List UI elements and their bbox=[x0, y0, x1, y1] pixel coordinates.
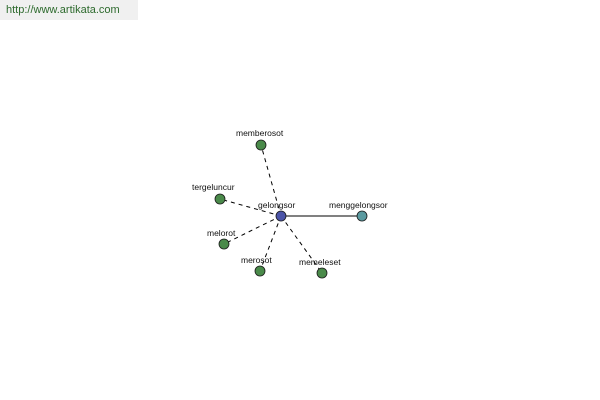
node-center-gelongsor[interactable] bbox=[275, 210, 287, 222]
node-memberosot[interactable] bbox=[255, 139, 267, 151]
labels-layer: memberosot tergeluncur melorot merosot memel… bbox=[192, 128, 388, 267]
label-menggelongsor[interactable]: menggelongsor bbox=[329, 200, 388, 210]
node-memeleset[interactable] bbox=[316, 267, 328, 279]
node-merosot[interactable] bbox=[254, 265, 266, 277]
edge-melorot bbox=[223, 215, 282, 245]
node-melorot[interactable] bbox=[218, 238, 230, 250]
node-menggelongsor[interactable] bbox=[356, 210, 368, 222]
node-tergeluncur[interactable] bbox=[214, 193, 226, 205]
label-merosot[interactable]: merosot bbox=[241, 255, 272, 265]
edges-layer bbox=[219, 144, 362, 274]
edge-merosot bbox=[259, 215, 282, 272]
label-memeleset[interactable]: memeleset bbox=[299, 257, 341, 267]
label-memberosot[interactable]: memberosot bbox=[236, 128, 284, 138]
edge-tergeluncur bbox=[219, 198, 282, 217]
edge-memeleset bbox=[280, 215, 323, 274]
label-melorot[interactable]: melorot bbox=[207, 228, 236, 238]
source-url-banner[interactable]: http://www.artikata.com bbox=[0, 0, 138, 20]
label-center-gelongsor[interactable]: gelongsor bbox=[258, 200, 296, 210]
label-tergeluncur[interactable]: tergeluncur bbox=[192, 182, 235, 192]
nodes-layer bbox=[214, 139, 368, 279]
